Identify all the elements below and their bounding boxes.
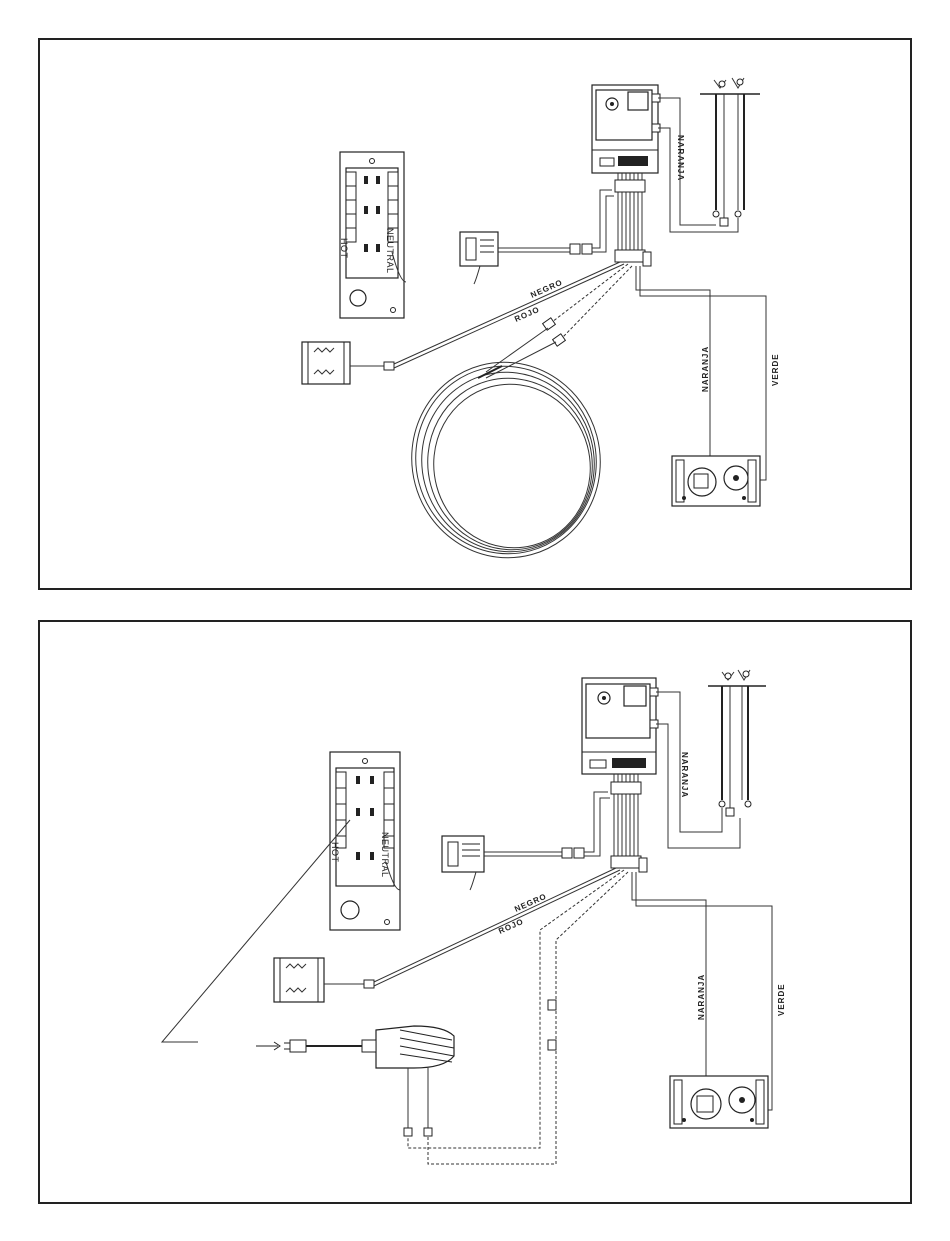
wire-harness bbox=[611, 774, 647, 872]
label-hot-top: HOT bbox=[339, 238, 349, 259]
label-naranja-top-valve: NARANJA bbox=[701, 346, 710, 392]
label-naranja-bottom-igniter: NARANJA bbox=[680, 752, 689, 798]
label-verde-bottom: VERDE bbox=[777, 983, 786, 1016]
callout-leader-line bbox=[162, 820, 350, 1042]
receptacle-box-icon: HOT NEUTRAL bbox=[330, 752, 400, 930]
label-verde-top: VERDE bbox=[771, 353, 780, 386]
gas-valve-icon bbox=[670, 1076, 768, 1128]
wire-coil-icon bbox=[390, 341, 622, 579]
label-neutral-bottom: NEUTRAL bbox=[380, 832, 390, 878]
label-naranja-top-igniter: NARANJA bbox=[676, 135, 685, 181]
label-negro-top: NEGRO bbox=[529, 278, 564, 300]
ac-adapter-icon bbox=[256, 1026, 454, 1136]
label-rojo-bottom: ROJO bbox=[497, 917, 525, 936]
label-naranja-bottom-valve: NARANJA bbox=[697, 974, 706, 1020]
remote-receiver-icon bbox=[460, 232, 498, 284]
remote-receiver-icon bbox=[442, 836, 484, 890]
wire-harness bbox=[615, 173, 651, 266]
gas-valve-icon bbox=[672, 456, 760, 506]
battery-pack-icon bbox=[302, 342, 350, 384]
igniter-pilot-assembly-icon bbox=[700, 78, 760, 226]
battery-pack-icon bbox=[274, 958, 324, 1002]
label-neutral-top: NEUTRAL bbox=[385, 228, 395, 274]
receptacle-box-icon: HOT NEUTRAL bbox=[339, 152, 406, 318]
top-diagram: NARANJA HOT NEUTRAL bbox=[302, 78, 780, 579]
control-module-icon bbox=[582, 678, 658, 774]
control-module-icon bbox=[592, 85, 660, 173]
igniter-pilot-assembly-icon bbox=[708, 670, 766, 816]
label-hot-bottom: HOT bbox=[330, 842, 340, 863]
bottom-diagram: NARANJA HOT NEUTRAL bbox=[162, 670, 786, 1164]
